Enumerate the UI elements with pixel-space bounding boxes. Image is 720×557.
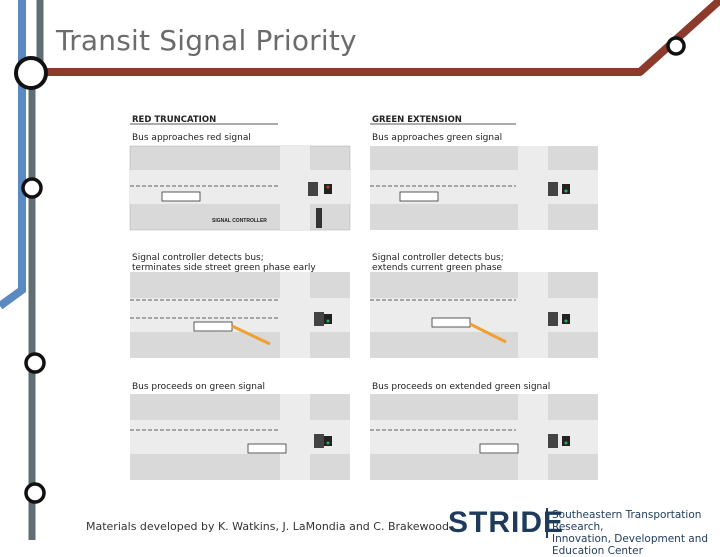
station-circle — [21, 177, 43, 199]
station-circle — [24, 482, 46, 504]
tsp-diagram — [129, 123, 598, 480]
footer-credit: Materials developed by K. Watkins, J. La… — [86, 520, 449, 533]
red-truncation-header: RED TRUNCATION — [132, 115, 217, 125]
stride-subtitle: Southeastern Transportation Research, In… — [552, 509, 720, 557]
right-caption-1: Bus approaches green signal — [372, 133, 503, 143]
left-caption-3: terminates side street green phase early — [132, 263, 316, 273]
intersection-diagram-left-3 — [130, 394, 350, 480]
intersection-diagram-right-3 — [370, 394, 598, 480]
left-caption-2: Signal controller detects bus; — [132, 253, 264, 263]
transit-line-brown — [32, 0, 720, 76]
left-caption-4: Bus proceeds on green signal — [132, 382, 265, 392]
station-circle — [666, 36, 686, 56]
intersection-diagram-right-2 — [370, 272, 598, 358]
right-caption-3: extends current green phase — [372, 263, 503, 273]
stride-logo: STRIDE — [448, 506, 565, 539]
tsp-figure: RED TRUNCATION GREEN EXTENSION Bus appro… — [118, 112, 604, 484]
transit-line-blue — [0, 0, 26, 310]
right-caption-4: Bus proceeds on extended green signal — [372, 382, 551, 392]
intersection-diagram-left-2 — [130, 272, 350, 358]
slide-title: Transit Signal Priority — [56, 24, 357, 57]
logo-divider — [546, 508, 548, 538]
intersection-diagram-right-1 — [370, 146, 598, 230]
intersection-diagram-left-1 — [129, 145, 351, 231]
stride-subtitle-line-1: Southeastern Transportation Research, — [552, 509, 702, 533]
left-caption-1: Bus approaches red signal — [132, 133, 251, 143]
signal-controller-label: SIGNAL CONTROLLER — [212, 218, 267, 224]
signal-heads — [324, 184, 570, 446]
station-circle — [14, 56, 48, 90]
station-circle — [24, 352, 46, 374]
transit-map-decoration — [0, 0, 720, 540]
right-caption-2: Signal controller detects bus; — [372, 253, 504, 263]
stride-subtitle-line-2: Innovation, Development and Education Ce… — [552, 533, 709, 557]
green-extension-header: GREEN EXTENSION — [372, 115, 462, 125]
